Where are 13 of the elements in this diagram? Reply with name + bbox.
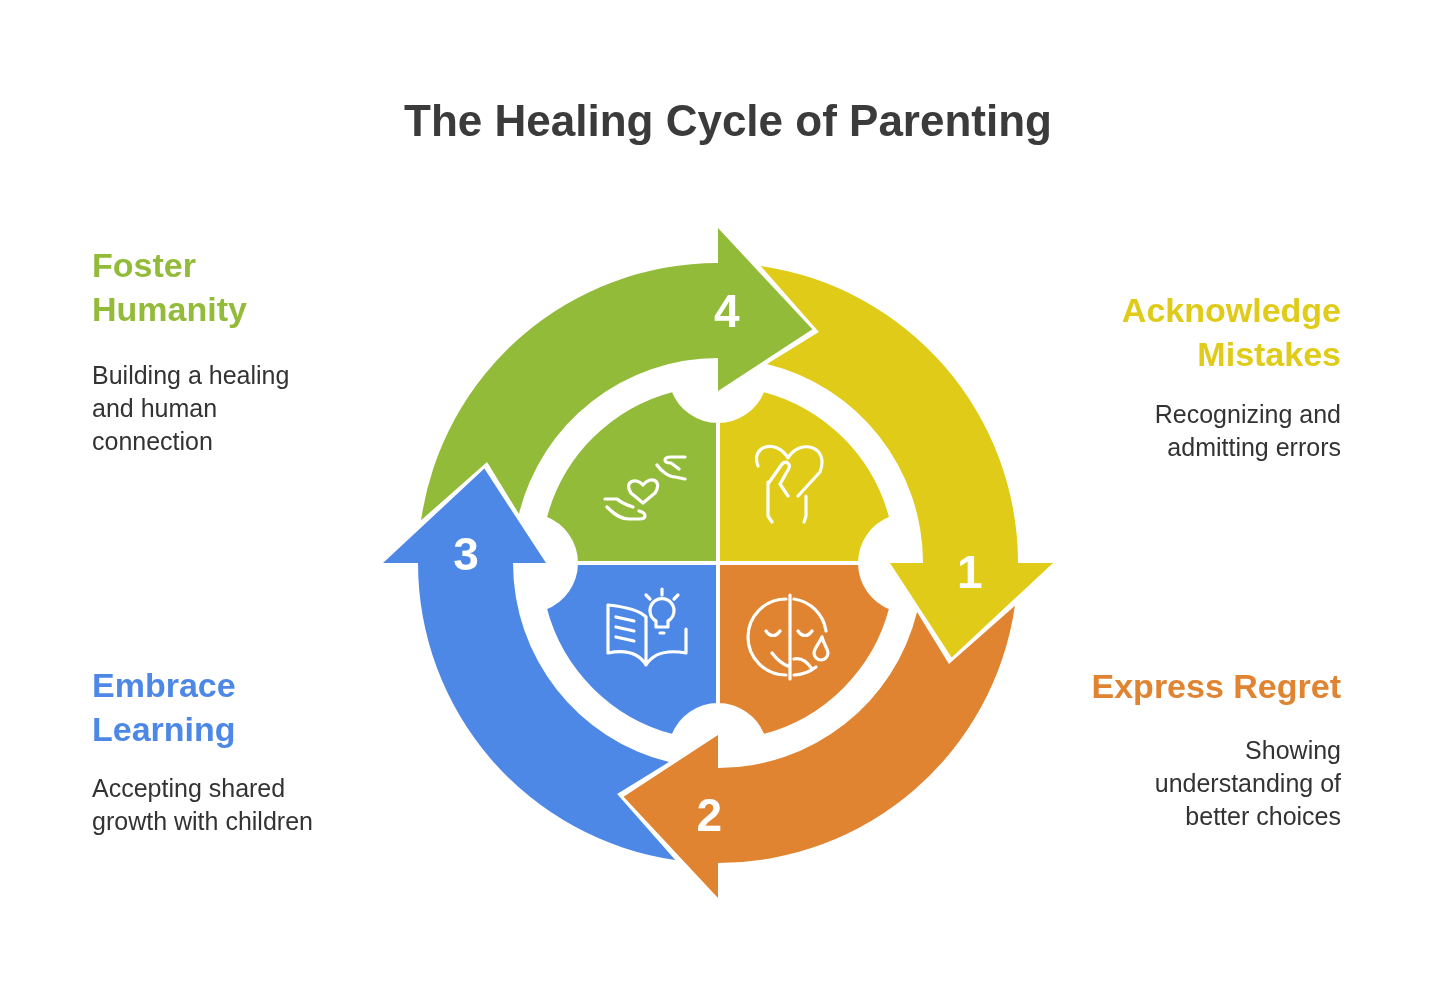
step-number: 2 (696, 791, 722, 838)
step-heading: Acknowledge Mistakes (1120, 290, 1341, 375)
step-heading: Embrace Learning (92, 665, 237, 750)
step-number: 4 (714, 288, 740, 335)
step-description: Accepting shared growth with children (92, 773, 314, 837)
step-description: Recognizing and admitting errors (1153, 399, 1341, 463)
title: The Healing Cycle of Parenting (403, 96, 1053, 146)
step-heading: Foster Humanity (92, 245, 248, 330)
step-description: Building a healing and human connection (92, 360, 291, 457)
step-number: 3 (453, 531, 479, 578)
step-heading: Express Regret (1090, 666, 1341, 707)
step-number: 1 (957, 548, 983, 595)
step-description: Showing understanding of better choices (1153, 735, 1341, 832)
